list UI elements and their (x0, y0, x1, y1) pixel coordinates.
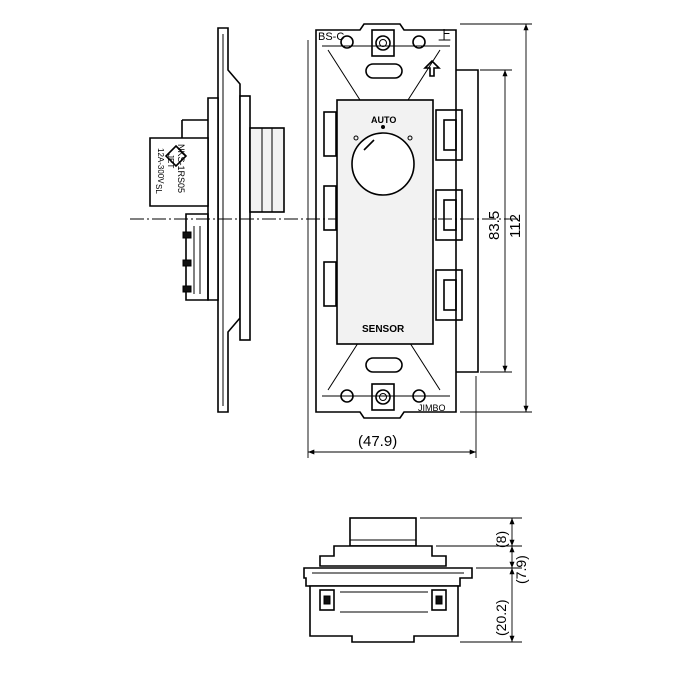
top-mark-label: 上 (438, 28, 451, 43)
front-view: AUTO SENSOR BS-C 上 JIMBO (315, 23, 479, 419)
mounting-frame (315, 23, 457, 419)
top-mounting-slot (365, 63, 403, 79)
auto-dot (381, 125, 385, 129)
sensor-knob[interactable] (351, 132, 415, 196)
dim-20-2: (20.2) (493, 599, 509, 636)
bottom-body (309, 585, 459, 643)
certification-mark (164, 144, 188, 168)
dim-47-9: (47.9) (358, 433, 397, 450)
bottom-view (303, 517, 473, 643)
bottom-screw-icon (371, 383, 395, 411)
bottom-dimensions: (8) (7.9) (20.2) (420, 517, 529, 643)
front-dimensions: 83.5 112 (47.9) (307, 23, 532, 458)
maker-label: JIMBO (418, 403, 446, 413)
side-front-plate (239, 95, 251, 341)
dim-112: 112 (507, 214, 524, 238)
up-arrow-icon (423, 59, 441, 77)
side-model-text: NKS-1RS05 (176, 144, 186, 193)
side-rear-body (207, 97, 219, 301)
bottom-mounting-slot (365, 357, 403, 373)
auto-label: AUTO (371, 115, 396, 125)
side-rating-2-text: 12A-300V (156, 148, 165, 184)
bottom-plate (319, 545, 447, 567)
frame-type-label: BS-C (318, 31, 344, 43)
dim-83-5: 83.5 (486, 211, 503, 240)
sensor-label: SENSOR (362, 324, 405, 335)
bottom-frame (303, 567, 473, 587)
side-mounting-plate (217, 27, 241, 413)
bottom-knob (349, 517, 417, 547)
side-terminal-block (149, 137, 209, 207)
top-screw-icon (371, 29, 395, 57)
side-knob (249, 127, 285, 213)
dim-7-9: (7.9) (513, 555, 529, 584)
side-mark-text: SL (154, 184, 163, 194)
knob-pointer (363, 139, 375, 151)
dim-8: (8) (493, 531, 509, 548)
side-view: NKS-1RS05 JET 12A-300V SL (149, 27, 285, 413)
